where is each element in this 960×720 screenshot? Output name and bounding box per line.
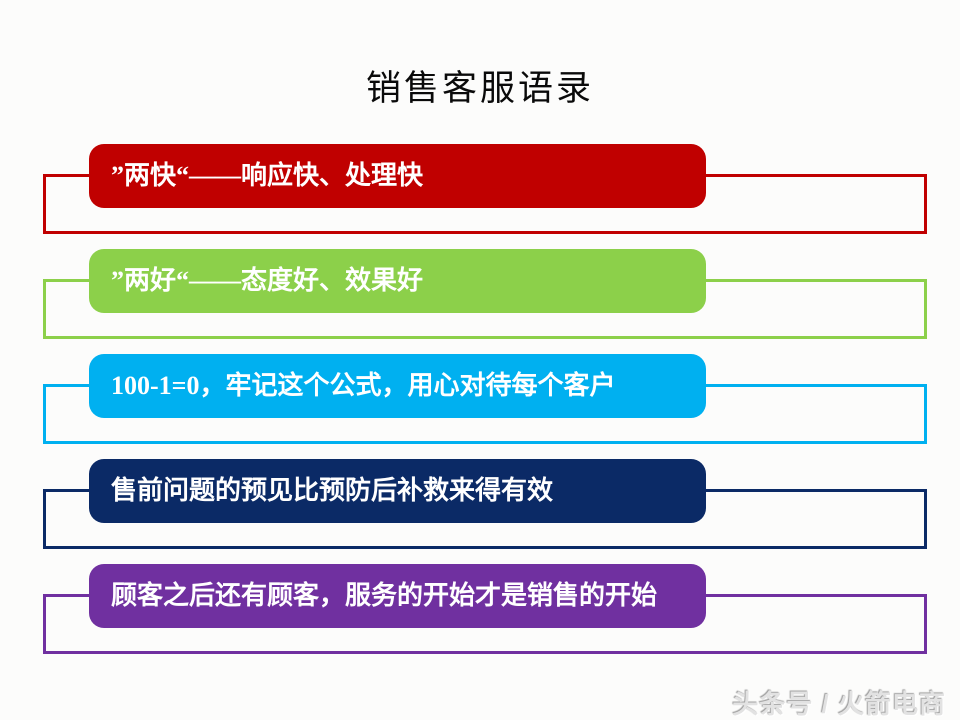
quote-row-two-good: ”两好“——态度好、效果好 (0, 249, 960, 344)
quote-row-formula-100: 100-1=0，牢记这个公式，用心对待每个客户 (0, 354, 960, 449)
watermark: 头条号 / 火箭电商 (732, 689, 946, 719)
quote-bar-formula-100: 100-1=0，牢记这个公式，用心对待每个客户 (89, 354, 706, 418)
quote-bar-service-start: 顾客之后还有顾客，服务的开始才是销售的开始 (89, 564, 706, 628)
quote-bar-presale-foresight: 售前问题的预见比预防后补救来得有效 (89, 459, 706, 523)
quote-bar-two-good: ”两好“——态度好、效果好 (89, 249, 706, 313)
quote-row-service-start: 顾客之后还有顾客，服务的开始才是销售的开始 (0, 564, 960, 659)
quote-row-presale-foresight: 售前问题的预见比预防后补救来得有效 (0, 459, 960, 554)
quote-row-two-fast: ”两快“——响应快、处理快 (0, 144, 960, 239)
quote-bar-two-fast: ”两快“——响应快、处理快 (89, 144, 706, 208)
page-title: 销售客服语录 (365, 69, 594, 108)
